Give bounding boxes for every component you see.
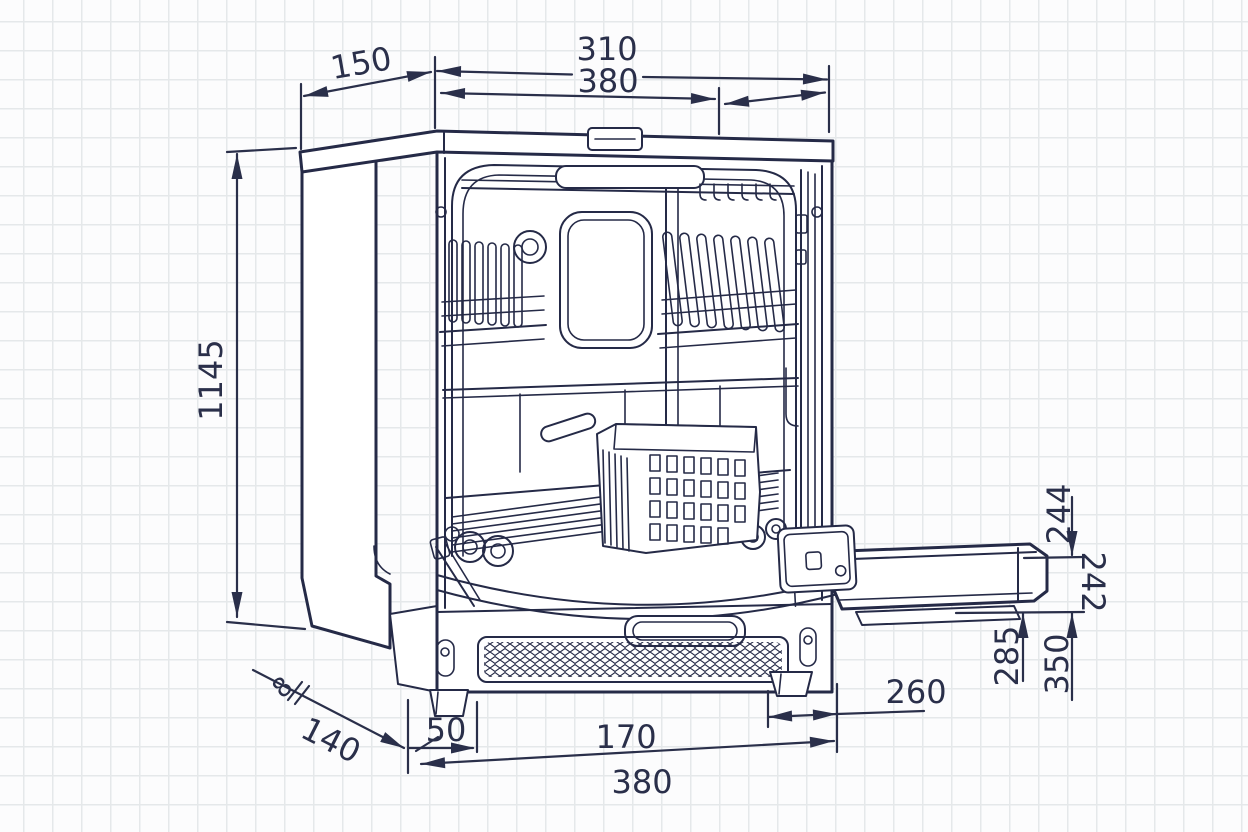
mid-rail-2	[442, 385, 799, 399]
open-door	[776, 524, 1049, 626]
dishwasher-drawing	[298, 127, 1049, 717]
door-tray-inner	[632, 621, 738, 641]
right-frame	[795, 169, 816, 549]
dispenser-button	[834, 564, 847, 577]
roller	[444, 526, 460, 542]
base-top-edge	[436, 603, 833, 613]
side-step-curve	[373, 545, 391, 575]
hinge-block	[795, 249, 807, 265]
wheel	[454, 531, 486, 563]
detergent-dispenser	[776, 524, 858, 607]
side-panel	[300, 148, 392, 650]
dispenser-slot	[805, 551, 823, 571]
dim-140-8: 8 140	[251, 668, 406, 771]
dim-label-260: 260	[885, 673, 946, 711]
rack-hook	[785, 367, 799, 427]
dim-260: 260	[766, 673, 947, 754]
basket-grid	[649, 454, 746, 545]
front-body	[435, 150, 834, 694]
dim-310-380-top: 310 380	[433, 30, 831, 136]
dim-244-242: 244 242	[954, 483, 1112, 615]
basket-side-slats	[602, 449, 630, 552]
hinge-arm-2	[444, 542, 481, 601]
base-plinth	[429, 603, 833, 717]
dim-label-242: 242	[1074, 551, 1112, 612]
left-foot	[429, 689, 469, 717]
dim-label-170: 170	[595, 718, 656, 756]
cutlery-basket	[596, 423, 761, 554]
dim-label-8: 8	[267, 671, 299, 705]
mid-rail-1	[442, 377, 799, 391]
dim-label-380-bottom: 380	[611, 763, 672, 801]
dim-label-50: 50	[426, 711, 467, 749]
basket-back-band	[613, 423, 757, 453]
door-top-edge	[825, 551, 1037, 561]
door-slab	[816, 542, 1049, 611]
door-under-tray	[855, 605, 1021, 626]
door-tray	[624, 615, 746, 647]
top-rail-2	[461, 187, 795, 195]
dim-label-310: 310	[576, 30, 637, 68]
upper-rack	[439, 231, 799, 473]
right-slot	[799, 627, 817, 667]
door-sill	[436, 574, 839, 647]
back-wall-panel-inner	[567, 219, 645, 341]
tub-frame-inner	[462, 174, 785, 557]
wheel	[482, 535, 514, 567]
back-wall-panel	[559, 211, 653, 349]
left-plate-tines	[439, 239, 547, 347]
dim-label-1145: 1145	[192, 339, 230, 420]
right-foot	[769, 671, 813, 697]
slide-bar	[555, 165, 705, 189]
dim-label-285: 285	[988, 625, 1026, 686]
hinge-arm	[435, 546, 475, 607]
dim-1145: 1145	[192, 146, 307, 631]
vent-grille-mesh	[484, 642, 782, 677]
screw-icon	[811, 206, 823, 218]
top-slab	[298, 129, 835, 174]
cabinet-body	[298, 127, 835, 694]
dim-label-380-top: 380	[577, 62, 638, 100]
left-slot	[436, 639, 455, 677]
dim-170-380-bottom: 170 380	[419, 718, 836, 801]
screw-icon	[435, 206, 447, 218]
base-left-wedge	[389, 605, 438, 693]
vent-grille-frame	[477, 636, 789, 683]
dim-50: 50	[406, 698, 479, 775]
tub-interior	[451, 164, 797, 557]
dim-label-244: 244	[1040, 483, 1078, 544]
handle-capsule	[540, 412, 597, 443]
hinge-bracket	[429, 536, 451, 560]
dim-label-140: 140	[295, 709, 367, 771]
door-bottom-edge	[839, 592, 1033, 601]
dim-150: 150	[299, 39, 433, 151]
dim-label-350: 350	[1038, 633, 1076, 694]
rail-hooks	[699, 183, 777, 201]
right-plate-tines	[657, 231, 799, 427]
hinge-block	[795, 214, 808, 234]
dim-285-350: 285 350	[988, 611, 1078, 702]
